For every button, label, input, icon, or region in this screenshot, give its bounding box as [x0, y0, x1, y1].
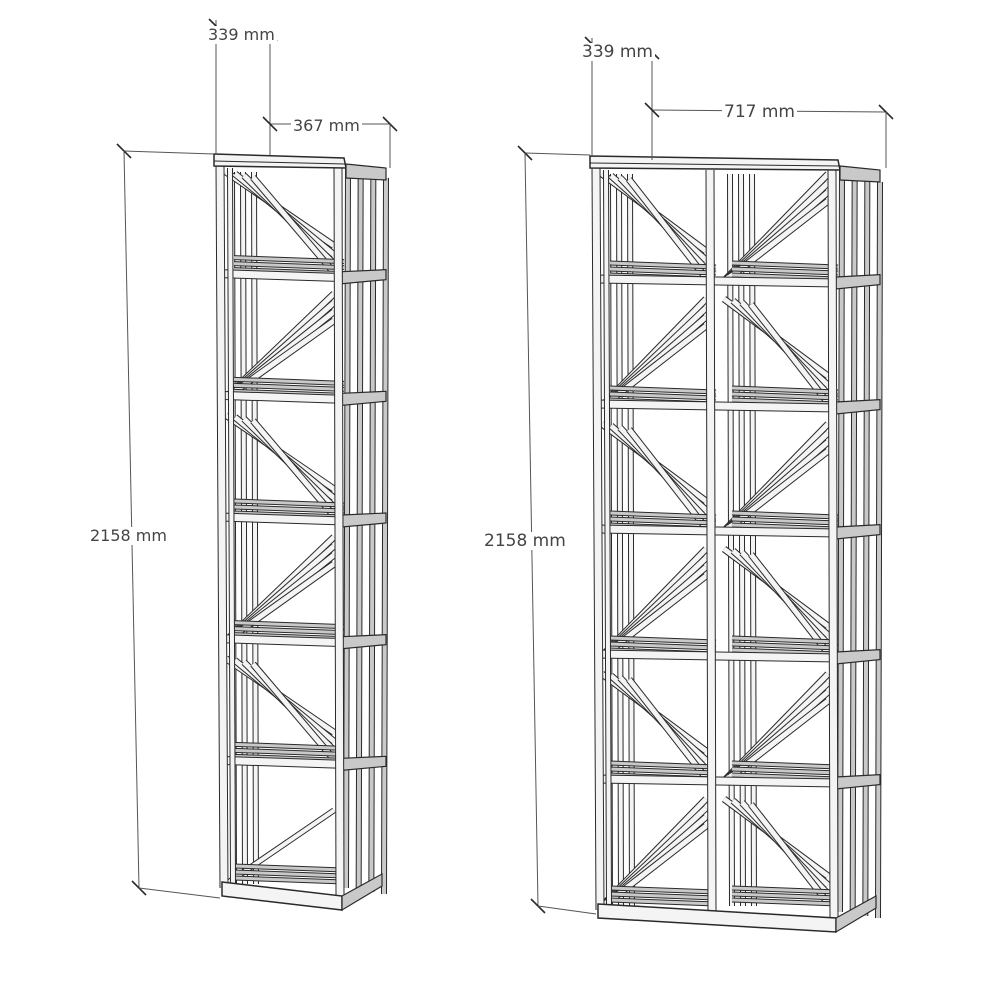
single-depth-label: 339 mm [206, 25, 277, 44]
double-column-wine-rack [589, 155, 883, 934]
double-width-label: 717 mm [722, 102, 797, 122]
single-column-wine-rack [213, 153, 389, 912]
single-height-label: 2158 mm [88, 526, 169, 545]
single-width-label: 367 mm [291, 116, 362, 135]
double-depth-label: 339 mm [580, 42, 655, 62]
double-height-label: 2158 mm [482, 531, 568, 551]
